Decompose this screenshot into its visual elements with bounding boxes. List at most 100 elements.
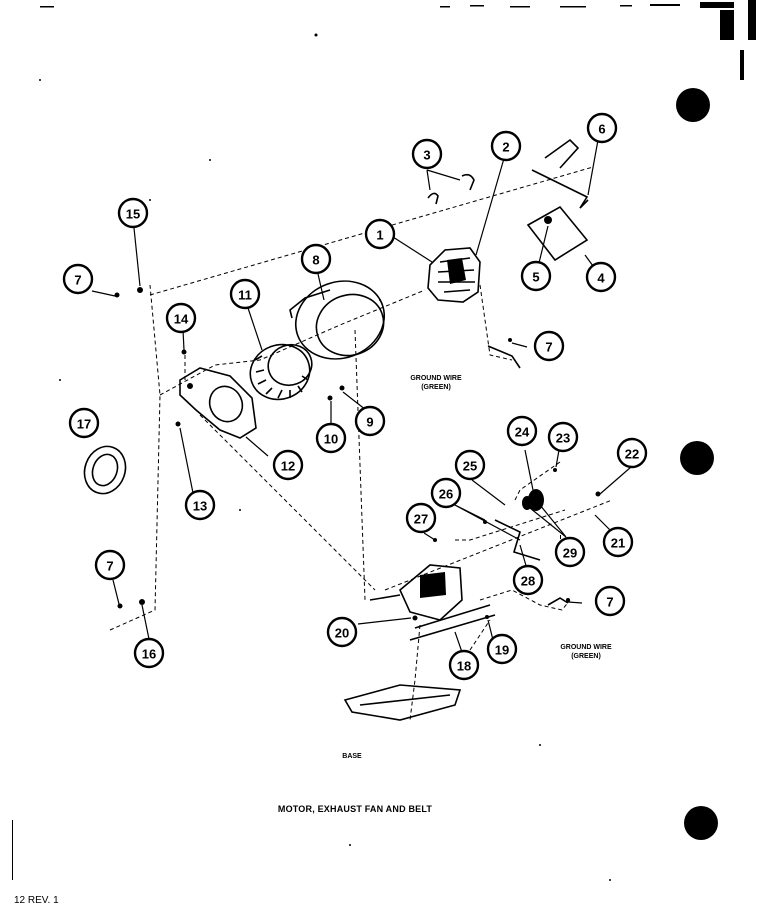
- callout-number: 27: [414, 512, 428, 527]
- callout-circle: [165, 302, 197, 334]
- callout-circle: [602, 526, 634, 558]
- callout-circle: [184, 489, 216, 521]
- callout-circle: [594, 585, 626, 617]
- callout-c7a: 7: [62, 263, 94, 295]
- callout-c22: 22: [616, 437, 648, 469]
- idler-bracket: [494, 519, 541, 561]
- motor-mount: [369, 564, 496, 641]
- callout-circle: [117, 197, 149, 229]
- callout-c23: 23: [547, 421, 579, 453]
- callout-c26: 26: [430, 477, 462, 509]
- callout-number: 26: [439, 487, 453, 502]
- idler-pulley: [522, 489, 544, 511]
- parts: [83, 138, 601, 721]
- callout-number: 28: [521, 574, 535, 589]
- callout-number: 11: [238, 288, 252, 303]
- callout-c25: 25: [454, 449, 486, 481]
- callout-c17: 17: [68, 407, 100, 439]
- callout-number: 29: [563, 546, 577, 561]
- callout-circle: [554, 536, 586, 568]
- motor-clips: [427, 173, 475, 205]
- ground-wire-lower: [547, 597, 569, 606]
- callout-c16: 16: [133, 637, 165, 669]
- callout-number: 1: [376, 228, 383, 243]
- callout-c1: 1: [364, 218, 396, 250]
- motor-plate: [179, 367, 257, 439]
- diagram-caption: MOTOR, EXHAUST FAN AND BELT: [278, 804, 433, 814]
- callout-number: 19: [495, 643, 509, 658]
- callout-c10: 10: [315, 422, 347, 454]
- callout-number: 22: [625, 447, 639, 462]
- callout-c24: 24: [506, 415, 538, 447]
- exhaust-fan: [249, 343, 313, 401]
- binder-hole-bottom: [684, 806, 718, 840]
- callout-c2: 2: [490, 130, 522, 162]
- binder-hole-top: [676, 88, 710, 122]
- callout-circle: [229, 278, 261, 310]
- callout-number: 16: [142, 647, 156, 662]
- callout-c7b: 7: [533, 330, 565, 362]
- callout-number: 25: [463, 459, 477, 474]
- callout-circle: [300, 243, 332, 275]
- callout-c28: 28: [512, 564, 544, 596]
- assembly-lines: [109, 166, 613, 721]
- callout-c7c: 7: [94, 549, 126, 581]
- callout-c5: 5: [520, 260, 552, 292]
- callout-c15: 15: [117, 197, 149, 229]
- leader-lines: [91, 139, 632, 656]
- callout-circle: [326, 616, 358, 648]
- callout-number: 7: [606, 595, 613, 610]
- callout-c14: 14: [165, 302, 197, 334]
- callout-circle: [448, 649, 480, 681]
- callout-circle: [430, 477, 462, 509]
- callout-number: 21: [611, 536, 625, 551]
- page-number: 12 REV. 1: [14, 895, 59, 906]
- callout-circle: [616, 437, 648, 469]
- ground-wire-lower-label: GROUND WIRE: [560, 644, 612, 651]
- callout-c12: 12: [272, 449, 304, 481]
- ground-wire-upper: [487, 345, 521, 369]
- callout-number: 18: [457, 659, 471, 674]
- callout-circle: [133, 637, 165, 669]
- callout-number: 10: [324, 432, 338, 447]
- callout-number: 5: [532, 270, 539, 285]
- callout-c8: 8: [300, 243, 332, 275]
- callout-c29: 29: [554, 536, 586, 568]
- callout-c21: 21: [602, 526, 634, 558]
- callout-c18: 18: [448, 649, 480, 681]
- callout-number: 7: [74, 273, 81, 288]
- callout-c4: 4: [585, 261, 617, 293]
- callout-circle: [533, 330, 565, 362]
- callout-c19: 19: [486, 633, 518, 665]
- callouts: 1234567777891011121314151617181920212223…: [62, 112, 648, 681]
- callout-circle: [454, 449, 486, 481]
- callout-number: 3: [423, 148, 430, 163]
- callout-circle: [506, 415, 538, 447]
- callout-number: 23: [556, 431, 570, 446]
- callout-c7d: 7: [594, 585, 626, 617]
- fan-housing: [289, 280, 386, 360]
- callout-circle: [520, 260, 552, 292]
- callout-number: 8: [312, 253, 319, 268]
- callout-number: 13: [193, 499, 207, 514]
- switch-screw: [544, 216, 552, 224]
- switch-plate: [526, 205, 589, 262]
- callout-number: 7: [545, 340, 552, 355]
- callout-number: 17: [77, 417, 91, 432]
- callout-circle: [486, 633, 518, 665]
- callout-circle: [490, 130, 522, 162]
- callout-circle: [94, 549, 126, 581]
- text-labels: GROUND WIRE (GREEN) GROUND WIRE (GREEN) …: [14, 375, 612, 906]
- bracket: [531, 138, 589, 209]
- callout-circle: [68, 407, 100, 439]
- callout-circle: [405, 502, 437, 534]
- ground-wire-upper-label: GROUND WIRE: [410, 375, 462, 382]
- callout-number: 12: [281, 459, 295, 474]
- callout-circle: [411, 138, 443, 170]
- callout-c11: 11: [229, 278, 261, 310]
- callout-circle: [354, 405, 386, 437]
- callout-number: 20: [335, 626, 349, 641]
- callout-circle: [512, 564, 544, 596]
- callout-circle: [585, 261, 617, 293]
